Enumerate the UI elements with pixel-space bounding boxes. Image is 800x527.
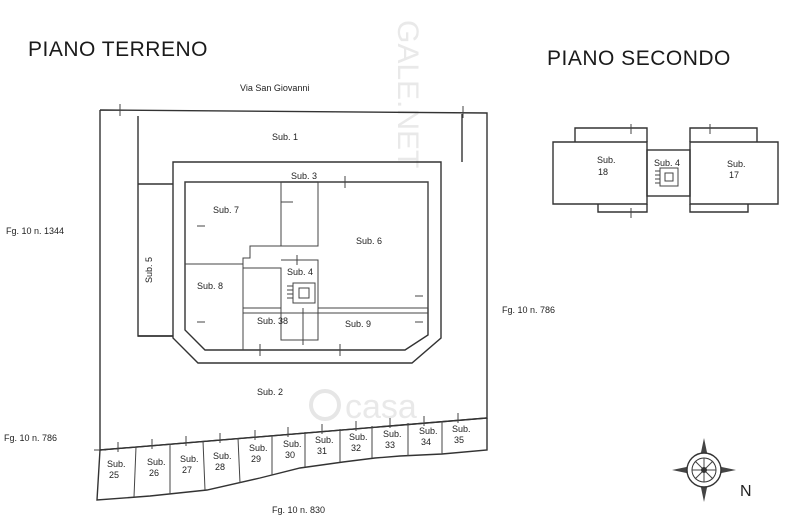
sub17-label-b: 17 (729, 170, 739, 180)
sub3-label: Sub. 3 (291, 171, 317, 181)
garage-labels: Sub.25Sub.26Sub.27Sub.28Sub.29Sub.30Sub.… (107, 424, 471, 480)
sub4-2nd-label: Sub. 4 (654, 158, 680, 168)
garage-front-wall (96, 418, 488, 501)
watermark-site: GALE.NET (391, 20, 424, 168)
sub7-label: Sub. 7 (213, 205, 239, 215)
garage-back-wall (99, 417, 488, 451)
corridor-walls (280, 182, 319, 247)
sub18-label-b: 18 (598, 167, 608, 177)
garage-number: 30 (285, 450, 295, 460)
north-arrow-icon (672, 438, 736, 502)
garage-sub-prefix: Sub. (383, 429, 402, 439)
sub5-label: Sub. 5 (144, 257, 154, 283)
garage-number: 26 (149, 468, 159, 478)
garage-dividers (133, 421, 443, 498)
garage-sub-prefix: Sub. (315, 435, 334, 445)
garage-number: 31 (317, 446, 327, 456)
garage-sub-prefix: Sub. (249, 443, 268, 453)
neighbor-west: Fg. 10 n. 1344 (6, 226, 64, 236)
sub4-label: Sub. 4 (287, 267, 313, 277)
garage-number: 28 (215, 462, 225, 472)
garage-sub-prefix: Sub. (283, 439, 302, 449)
garage-number: 35 (454, 435, 464, 445)
sub18-label-a: Sub. (597, 155, 616, 165)
garage-sub-prefix: Sub. (147, 457, 166, 467)
garage-number: 33 (385, 440, 395, 450)
sub6-label: Sub. 6 (356, 236, 382, 246)
stair-landing (646, 149, 691, 197)
garage-sub-prefix: Sub. (213, 451, 232, 461)
second-floor-plan: Sub. 18 Sub. 4 Sub. 17 (552, 124, 779, 218)
garage-sub-prefix: Sub. (180, 454, 199, 464)
sub5-boundary (137, 116, 173, 337)
sub9-label: Sub. 9 (345, 319, 371, 329)
garage-number: 25 (109, 470, 119, 480)
sub7-walls (185, 181, 282, 265)
street-label: Via San Giovanni (240, 83, 309, 93)
svg-text:casa: casa (345, 388, 417, 426)
second-floor-heading: PIANO SECONDO (547, 47, 731, 70)
garage-number: 27 (182, 465, 192, 475)
garage-number: 29 (251, 454, 261, 464)
garage-sub-prefix: Sub. (419, 426, 438, 436)
ground-floor-plan: Via San Giovanni Sub. 1 Sub. 3 Sub. 7 Su… (4, 83, 555, 515)
garage-ticks (117, 413, 459, 452)
sub38-label: Sub. 38 (257, 316, 288, 326)
sub2-label: Sub. 2 (257, 387, 283, 397)
garage-number: 32 (351, 443, 361, 453)
watermark-logo: casa (309, 388, 417, 426)
neighbor-south: Fg. 10 n. 830 (272, 505, 325, 515)
neighbor-southwest: Fg. 10 n. 786 (4, 433, 57, 443)
garage-sub-prefix: Sub. (107, 459, 126, 469)
garage-sub-prefix: Sub. (452, 424, 471, 434)
sub1-label: Sub. 1 (272, 132, 298, 142)
neighbor-east: Fg. 10 n. 786 (502, 305, 555, 315)
ground-floor-heading: PIANO TERRENO (28, 38, 208, 61)
sub17-label-a: Sub. (727, 159, 746, 169)
lot-boundary (99, 109, 488, 451)
garage-number: 34 (421, 437, 431, 447)
north-label: N (740, 483, 752, 500)
garage-sub-prefix: Sub. (349, 432, 368, 442)
stair-core-2 (659, 167, 679, 187)
stair-core (292, 282, 316, 304)
building-outline (172, 161, 442, 364)
sub8-label: Sub. 8 (197, 281, 223, 291)
